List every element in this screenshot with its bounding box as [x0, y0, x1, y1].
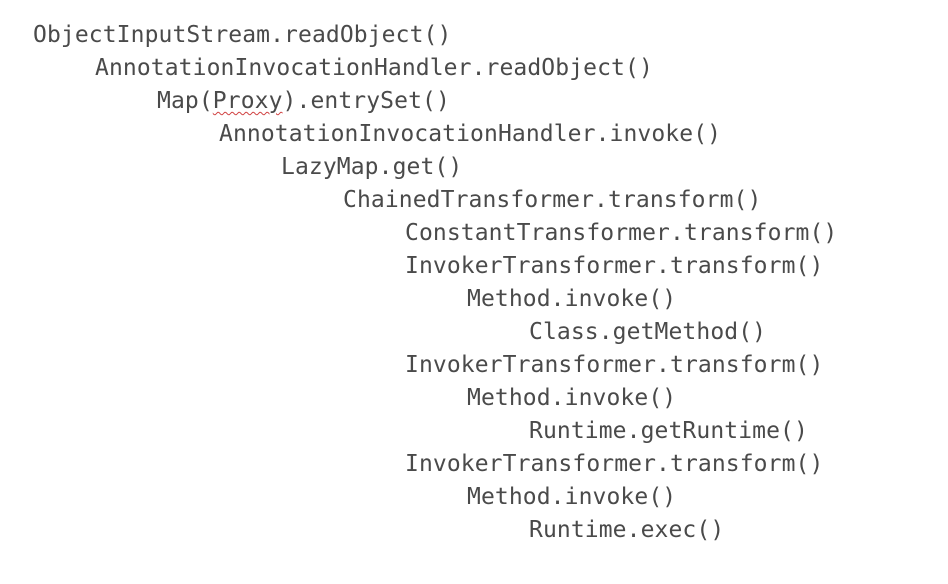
call-line-constant-transformer-transform: ConstantTransformer.transform() — [405, 220, 838, 246]
call-line-chained-transformer-transform: ChainedTransformer.transform() — [343, 187, 762, 213]
call-line-object-input-stream-read-object: ObjectInputStream.readObject() — [33, 22, 452, 48]
map-prefix: Map( — [157, 88, 213, 114]
call-line-invoker-transformer-transform-3: InvokerTransformer.transform() — [405, 451, 824, 477]
call-line-annotation-handler-read-object: AnnotationInvocationHandler.readObject() — [95, 55, 653, 81]
call-line-annotation-handler-invoke: AnnotationInvocationHandler.invoke() — [219, 121, 722, 147]
call-line-method-invoke-2: Method.invoke() — [467, 385, 677, 411]
entry-set-suffix: ).entrySet() — [282, 88, 450, 114]
call-line-method-invoke-1: Method.invoke() — [467, 286, 677, 312]
call-line-invoker-transformer-transform-1: InvokerTransformer.transform() — [405, 253, 824, 279]
call-line-map-proxy-entry-set: Map(Proxy).entrySet() — [157, 86, 450, 116]
call-line-runtime-get-runtime: Runtime.getRuntime() — [529, 418, 808, 444]
call-line-lazy-map-get: LazyMap.get() — [281, 154, 463, 180]
call-line-method-invoke-3: Method.invoke() — [467, 484, 677, 510]
call-line-class-get-method: Class.getMethod() — [529, 319, 767, 345]
proxy-spellcheck-word: Proxy — [212, 88, 283, 114]
call-line-runtime-exec: Runtime.exec() — [529, 517, 725, 543]
call-line-invoker-transformer-transform-2: InvokerTransformer.transform() — [405, 352, 824, 378]
